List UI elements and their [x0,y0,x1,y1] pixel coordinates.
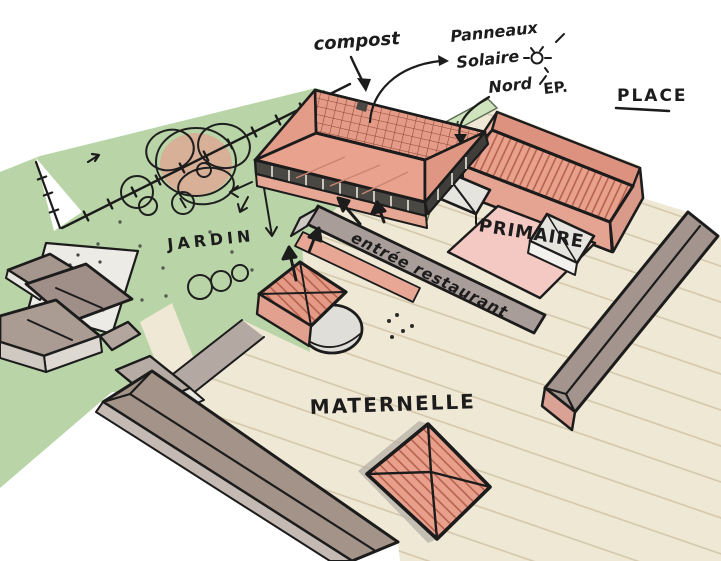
tree-scribbles [120,122,251,300]
long-building-maternelle-wing [95,354,400,561]
tick-fence-line [34,82,352,230]
place-underline [614,106,671,113]
white-notch [36,158,82,231]
small-red-building [255,260,348,348]
ep-label: EP. [543,78,569,98]
place-label: PLACE [617,86,688,106]
nord-leader [454,95,491,145]
right-gray-building [540,210,720,432]
courtyard-dots [387,313,414,339]
solaire-leader [368,55,449,124]
nord-label: Nord [487,73,533,97]
maternelle-label: MATERNELLE [309,389,476,419]
courtyard-pavilion [358,421,492,543]
restaurant-building [253,88,490,229]
entree-wall [289,204,547,335]
right-canopy [527,212,596,276]
entrance-arrows [281,196,387,282]
sun-symbol [523,33,565,85]
left-building-complex [0,241,142,373]
compost-leader [349,55,371,92]
roof-vent [356,101,368,112]
place-label-group: PLACE [614,86,688,113]
